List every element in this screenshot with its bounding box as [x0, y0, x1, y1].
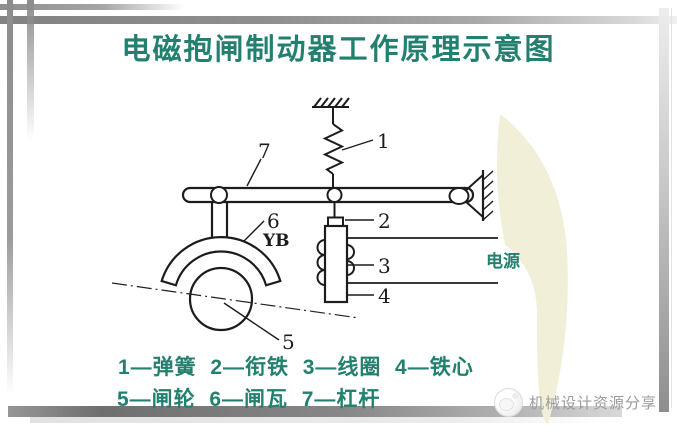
- frame-top-bar: [0, 16, 677, 24]
- label-power: 电源: [486, 251, 520, 271]
- watermark-logo-icon: [494, 388, 523, 417]
- label-armature-number: 2: [378, 209, 391, 233]
- watermark: 机械设计资源分享: [494, 388, 657, 417]
- shoe-link: [210, 202, 229, 238]
- pivot-right: [448, 187, 470, 205]
- frame-left-inner-bar: [27, 0, 34, 140]
- fixed-support-top: [312, 97, 350, 108]
- legend-row-2: 5—闸轮 6—闸瓦 7—杠杆: [117, 388, 381, 411]
- watermark-text: 机械设计资源分享: [529, 395, 658, 412]
- spring: [322, 107, 345, 188]
- label-lever-number: 7: [258, 139, 271, 163]
- label-coil-number: 3: [378, 254, 391, 278]
- legend-row-1: 1—弹簧 2—衔铁 3—线圈 4—铁心: [118, 356, 474, 379]
- iron-core: [323, 224, 349, 304]
- frame-bottom-soft-bar: [30, 417, 610, 423]
- slide-title: 电磁抱闸制动器工作原理示意图: [121, 32, 556, 66]
- electromagnet: [316, 202, 498, 304]
- leader-lines: [223, 139, 374, 341]
- background-leaf-shape: [496, 114, 568, 424]
- wheel-centerline: [111, 282, 360, 319]
- coil-left-turns: [316, 239, 326, 286]
- pivot-left: [210, 186, 228, 204]
- label-wheel-number: 5: [282, 330, 295, 354]
- frame-left-bar: [7, 0, 13, 395]
- fixed-support-right: [463, 170, 494, 221]
- label-shoe-number: 6: [267, 209, 280, 233]
- label-core-number: 4: [378, 284, 391, 308]
- frame-right-hairline: [671, 8, 672, 408]
- frame-top-thin-bar: [0, 4, 185, 10]
- label-spring-number: 1: [377, 129, 390, 153]
- frame-bottom-bar: [8, 406, 622, 417]
- pivot-spring: [326, 187, 343, 203]
- label-brake-model: YB: [262, 231, 290, 251]
- brake-shoe: [160, 236, 282, 287]
- coil-right-turns: [346, 244, 355, 276]
- frame-right-bar: [659, 8, 669, 412]
